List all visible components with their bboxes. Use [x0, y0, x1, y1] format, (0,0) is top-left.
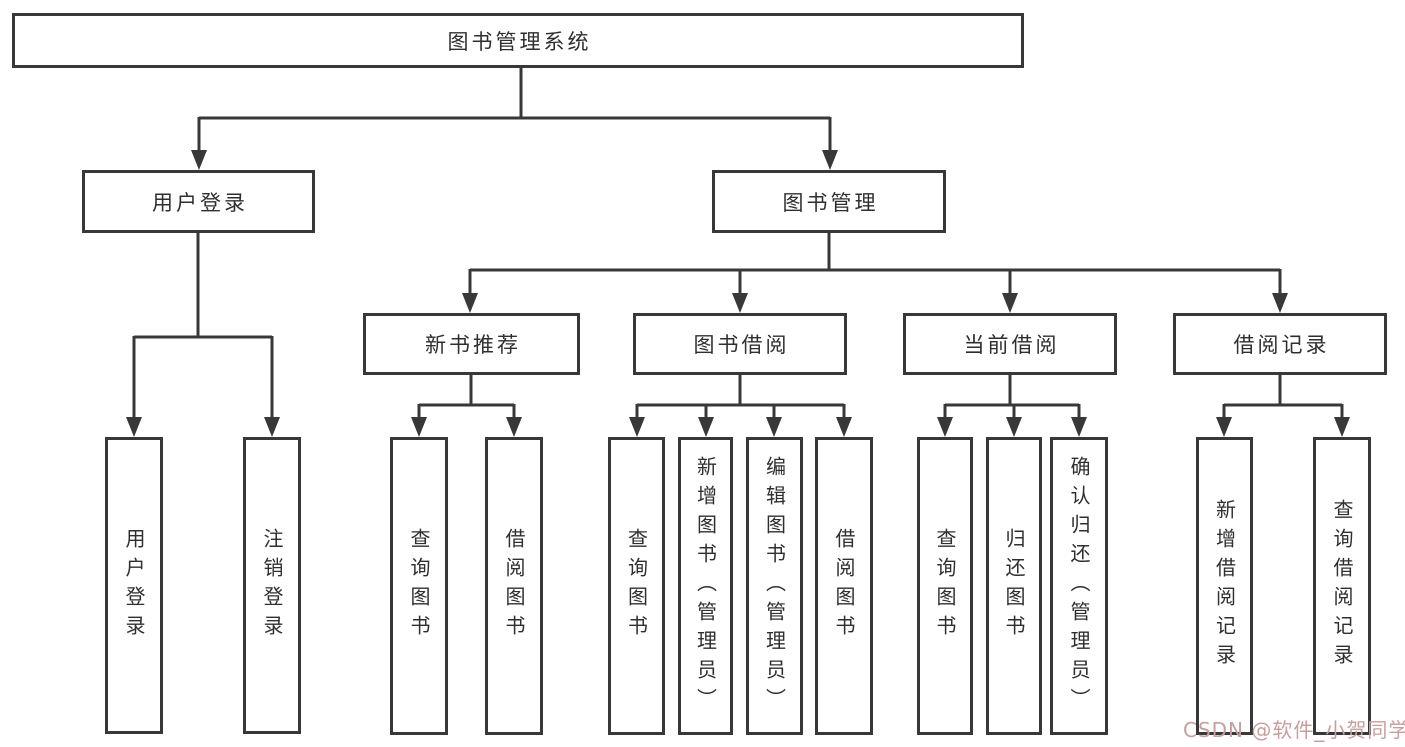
leaf-logout: 注销登录: [243, 437, 301, 734]
leaf-return-books: 归还图书: [986, 437, 1042, 735]
node-label: 新增借阅记录: [1212, 499, 1237, 673]
node-current-borrowing: 当前借阅: [903, 313, 1117, 375]
leaf-add-borrow-record: 新增借阅记录: [1196, 437, 1253, 735]
node-label: 用户登录: [152, 190, 248, 215]
node-label: 查询图书: [624, 528, 649, 644]
node-label: 新书推荐: [425, 333, 521, 357]
node-label: 编辑图书（管理员）: [762, 455, 787, 717]
node-label: 借阅图书: [832, 528, 856, 644]
node-label: 借阅记录: [1233, 333, 1330, 357]
csdn-watermark: CSDN @软件_小贺同学: [1183, 718, 1405, 742]
leaf-borrow-books-1: 借阅图书: [485, 437, 543, 735]
node-library-management-system: 图书管理系统: [12, 13, 1024, 68]
node-label: 确认归还（管理员）: [1067, 455, 1091, 717]
leaf-confirm-return-admin: 确认归还（管理员）: [1050, 437, 1108, 735]
node-label: 归还图书: [1002, 528, 1026, 644]
arrowheads: [126, 150, 1350, 437]
node-label: 当前借阅: [963, 333, 1060, 357]
leaf-query-books-3: 查询图书: [917, 437, 973, 735]
node-new-book-recommend: 新书推荐: [363, 313, 580, 375]
node-borrowing-records: 借阅记录: [1173, 313, 1387, 375]
node-label: 注销登录: [260, 527, 284, 644]
node-label: 图书管理系统: [447, 29, 592, 54]
node-label: 图书管理: [782, 190, 879, 215]
leaf-borrow-books-2: 借阅图书: [815, 437, 873, 735]
node-label: 查询借阅记录: [1330, 499, 1354, 673]
node-label: 图书借阅: [693, 333, 790, 357]
leaf-add-books-admin: 新增图书（管理员）: [678, 437, 733, 735]
node-label: 借阅图书: [502, 528, 526, 644]
leaf-user-login: 用户登录: [105, 437, 163, 734]
node-book-management: 图书管理: [712, 170, 946, 233]
node-label: 查询图书: [933, 528, 957, 644]
leaf-edit-books-admin: 编辑图书（管理员）: [746, 437, 803, 735]
node-label: 用户登录: [122, 527, 146, 644]
node-label: 查询图书: [407, 528, 431, 644]
node-label: 新增图书（管理员）: [693, 455, 718, 717]
leaf-query-books-2: 查询图书: [608, 437, 665, 735]
node-book-borrowing: 图书借阅: [633, 313, 847, 375]
leaf-query-borrow-record: 查询借阅记录: [1313, 437, 1371, 735]
leaf-query-books-1: 查询图书: [390, 437, 448, 735]
node-user-login: 用户登录: [82, 170, 315, 233]
